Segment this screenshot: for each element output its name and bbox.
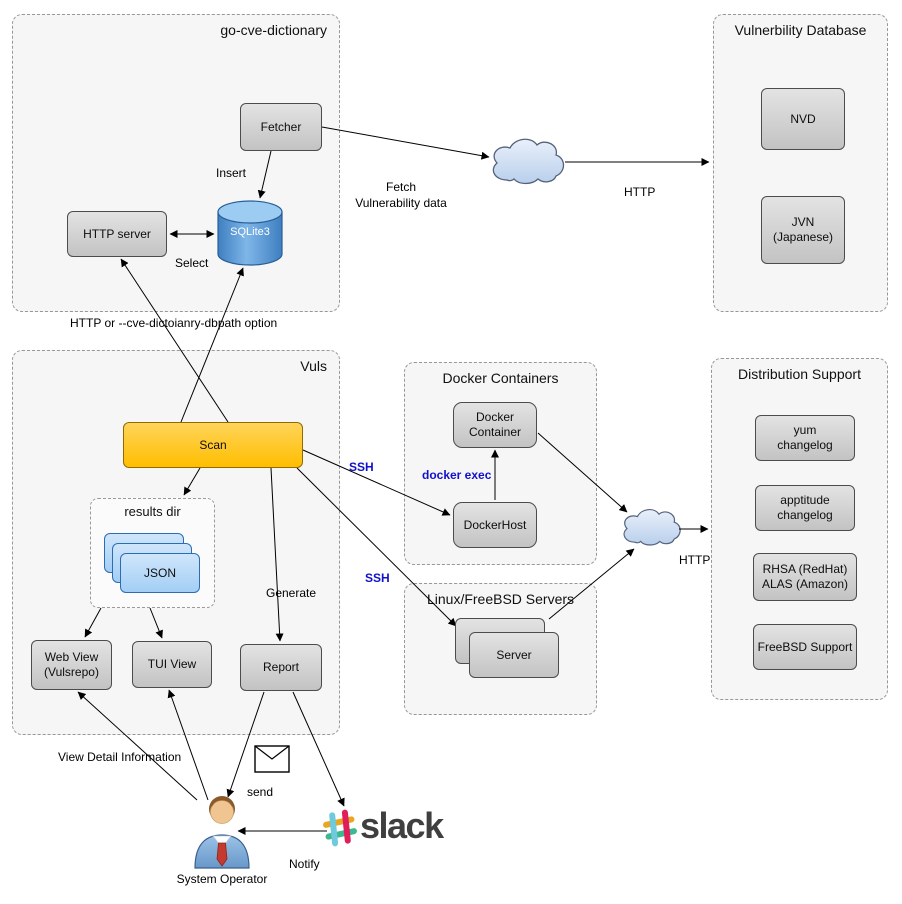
group-results-dir-title: results dir (124, 504, 181, 519)
arrow-fetcher-to-cloud (321, 126, 490, 160)
label-notify: Notify (289, 857, 320, 871)
slack-hash-icon (323, 809, 357, 847)
system-operator-icon (194, 796, 250, 869)
label-http-dist: HTTP (679, 553, 711, 567)
arrow-operator-to-webview (77, 691, 198, 801)
arrow-fetcher-insert-sqlite (257, 150, 272, 199)
node-web-view: Web View (Vulsrepo) (31, 640, 112, 690)
node-report: Report (240, 644, 322, 691)
label-ssh-docker: SSH (349, 460, 374, 474)
slack-wordmark: slack (360, 805, 444, 846)
arrow-results-to-webview (84, 607, 102, 638)
label-select: Select (175, 256, 209, 270)
group-vulnerability-database-title: Vulnerbility Database (734, 22, 867, 38)
node-nvd: NVD (761, 88, 845, 150)
node-scan: Scan (123, 422, 303, 468)
group-distribution-support-title: Distribution Support (738, 366, 861, 382)
node-tui-view: TUI View (132, 641, 212, 688)
node-sqlite3-label: SQLite3 (230, 226, 270, 238)
arrow-report-to-slack (292, 691, 345, 807)
mail-envelope-icon (254, 745, 290, 773)
node-http-server: HTTP server (67, 211, 167, 257)
node-fetcher: Fetcher (240, 103, 322, 151)
label-http-dbpath-option: HTTP or --cve-dictoianry-dbpath option (70, 316, 278, 330)
node-docker-host: DockerHost (453, 502, 537, 548)
label-insert: Insert (216, 166, 247, 180)
group-vuls-title: Vuls (300, 358, 327, 374)
label-docker-exec: docker exec (422, 468, 492, 482)
node-rhsa-alas: RHSA (RedHat) ALAS (Amazon) (753, 553, 857, 601)
internet-cloud-top (492, 138, 565, 185)
group-go-cve-dictionary-title: go-cve-dictionary (220, 22, 327, 38)
node-freebsd-support: FreeBSD Support (753, 624, 857, 670)
group-linux-freebsd-servers-title: Linux/FreeBSD Servers (426, 591, 575, 607)
node-docker-container: Docker Container (453, 402, 537, 448)
arrow-operator-to-tuiview (167, 689, 209, 801)
sqlite3-cylinder (217, 200, 283, 266)
group-docker-containers-title: Docker Containers (442, 370, 559, 386)
label-fetch-vulnerability-data: Fetch Vulnerability data (355, 180, 447, 210)
node-json: JSON (120, 553, 200, 593)
label-ssh-linux: SSH (365, 571, 390, 585)
arrow-server-to-cloud (548, 548, 635, 620)
arrow-scan-ssh-dockerhost (302, 449, 451, 516)
arrow-scan-generate-report (270, 467, 284, 642)
internet-cloud-right (623, 509, 681, 546)
node-apptitude-changelog: apptitude changelog (755, 485, 855, 531)
node-jvn: JVN (Japanese) (761, 196, 845, 264)
node-server: Server (469, 632, 559, 678)
arrow-scan-to-httpserver (120, 258, 229, 423)
label-generate: Generate (266, 586, 317, 600)
label-http-fetch: HTTP (624, 185, 656, 199)
node-yum-changelog: yum changelog (755, 415, 855, 461)
arrow-results-to-tuiview (149, 607, 163, 639)
label-view-detail-information: View Detail Information (58, 750, 182, 764)
arrow-container-to-cloud (537, 432, 628, 513)
arrow-report-to-operator (226, 691, 265, 798)
arrow-scan-to-results-dir (183, 467, 201, 496)
arrow-scan-to-sqlite (180, 267, 244, 423)
group-go-cve-dictionary: go-cve-dictionary (12, 14, 340, 312)
arrow-scan-ssh-server (296, 467, 457, 627)
label-system-operator: System Operator (176, 872, 268, 886)
label-send: send (247, 785, 274, 799)
